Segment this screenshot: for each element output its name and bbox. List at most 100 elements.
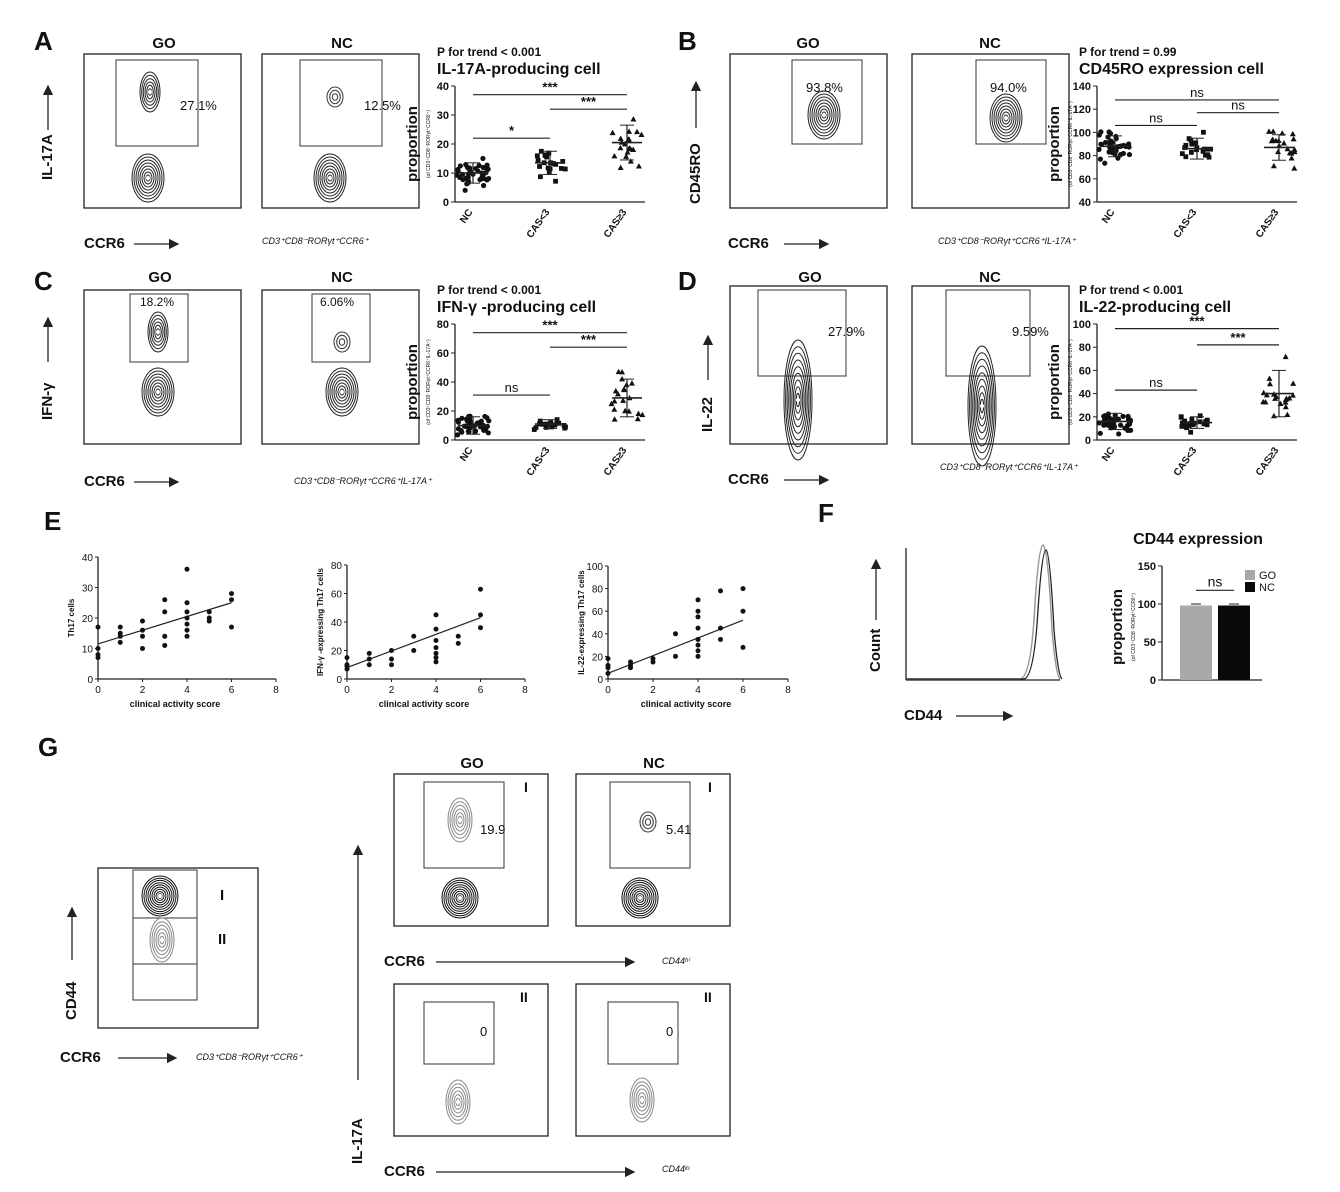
contour-ring xyxy=(147,882,173,910)
data-point xyxy=(184,615,190,621)
trend-label: P for trend < 0.001 xyxy=(1079,283,1183,297)
data-point xyxy=(458,428,464,434)
contour-ring xyxy=(809,93,839,137)
data-point xyxy=(1204,417,1210,423)
contour-ring xyxy=(639,811,657,833)
contour-ring xyxy=(139,71,161,113)
contour-cluster xyxy=(325,367,359,417)
contour-ring xyxy=(621,877,659,919)
data-point xyxy=(1266,380,1273,387)
gate-roman-label: I xyxy=(708,779,712,795)
data-point xyxy=(472,428,479,434)
data-point xyxy=(562,166,568,172)
data-point xyxy=(1118,422,1124,428)
panel-letter-c: C xyxy=(34,266,53,296)
data-point xyxy=(411,648,417,653)
contour-ring xyxy=(149,314,167,350)
data-point xyxy=(484,162,490,168)
contour-ring xyxy=(145,373,171,411)
y-tick-label: 0 xyxy=(87,675,93,686)
contour-cluster xyxy=(807,90,841,140)
contour-ring xyxy=(811,96,837,134)
y-tick-label: 40 xyxy=(82,553,94,564)
significance-label: ns xyxy=(505,380,519,395)
y-tick-label: 60 xyxy=(437,348,449,360)
y-tick-label: 0 xyxy=(443,197,449,209)
panel-letter-f: F xyxy=(818,498,834,528)
data-point xyxy=(478,586,483,592)
panel-a-flow: GO NC 27.1% 12.5% IL-17A CCR6 CD3⁺CD8⁻RO… xyxy=(39,35,420,252)
data-point xyxy=(695,614,701,620)
contour-ring xyxy=(139,165,157,191)
contour-ring xyxy=(154,324,162,340)
flow-plot-a-nc xyxy=(261,53,420,209)
y-axis-label: IFN-γ xyxy=(39,382,56,420)
x-tick-label: 6 xyxy=(229,685,235,696)
contour-ring xyxy=(143,370,173,414)
contour-cluster xyxy=(149,917,175,963)
data-point xyxy=(1097,430,1103,436)
data-point xyxy=(1182,418,1188,424)
col-header-nc: NC xyxy=(331,269,353,286)
contour-ring xyxy=(993,99,1019,137)
gate-population-label: CD44ʰⁱ xyxy=(662,956,691,966)
y-tick-label: 60 xyxy=(592,607,604,618)
contour-ring xyxy=(327,370,357,414)
contour-ring xyxy=(443,879,477,917)
y-tick-label: 0 xyxy=(1150,675,1156,687)
contour-ring xyxy=(447,884,473,912)
flow-plot-c-nc xyxy=(261,289,420,445)
data-point xyxy=(344,662,350,668)
panel-letter-g: G xyxy=(38,732,58,762)
gate-population-label: CD3⁺CD8⁻RORγt⁺CCR6⁺IL-17A⁺ xyxy=(938,236,1077,246)
data-point xyxy=(617,164,624,170)
gate-g-top-go xyxy=(423,781,505,869)
data-point xyxy=(673,631,678,637)
contour-ring xyxy=(337,385,347,399)
y-axis-sublabel: (of CD3⁺CD8⁻RORγt⁺CCR6⁺) xyxy=(426,110,432,178)
contour-ring xyxy=(794,386,802,414)
y-axis-label: proportion xyxy=(1046,106,1063,182)
data-point xyxy=(229,624,234,630)
data-point xyxy=(1179,423,1185,429)
y-tick-label: 120 xyxy=(1073,104,1091,116)
data-point xyxy=(433,638,439,644)
x-tick-label: NC xyxy=(1100,207,1117,225)
y-axis-label: IL-22 xyxy=(699,397,716,432)
contour-ring xyxy=(131,153,165,203)
data-point xyxy=(1204,422,1210,428)
data-point xyxy=(474,420,480,426)
data-point xyxy=(140,618,145,624)
contour-ring xyxy=(333,379,351,405)
data-point xyxy=(534,153,540,159)
data-point xyxy=(628,380,635,386)
panel-b-flow: GO NC 93.8% 94.0% CD45RO CCR6 CD3⁺CD8⁻RO… xyxy=(687,35,1077,252)
x-tick-label: 4 xyxy=(433,685,439,696)
contour-ring xyxy=(815,102,833,128)
data-point xyxy=(612,387,619,394)
y-tick-label: 150 xyxy=(1138,561,1156,573)
trend-label: P for trend = 0.99 xyxy=(1079,45,1177,59)
significance-label: * xyxy=(509,123,515,138)
y-tick-label: 40 xyxy=(437,377,449,389)
contour-ring xyxy=(151,886,169,906)
x-tick-label: 0 xyxy=(95,685,101,696)
contour-ring xyxy=(792,379,804,421)
contour-ring xyxy=(149,379,167,405)
legend-label: NC xyxy=(1259,582,1275,594)
x-tick-label: CAS≥3 xyxy=(602,207,630,240)
x-tick-label: CAS<3 xyxy=(1172,207,1200,240)
contour-ring xyxy=(447,1083,469,1121)
data-point xyxy=(740,586,746,592)
y-tick-label: 40 xyxy=(592,630,604,641)
contour-ring xyxy=(321,165,339,191)
data-point xyxy=(1201,129,1206,135)
contour-ring xyxy=(976,385,988,427)
gate-g-iii xyxy=(132,963,198,1001)
data-point xyxy=(650,656,656,662)
contour-ring xyxy=(153,924,171,956)
contour-ring xyxy=(451,1090,465,1114)
trend-label: P for trend < 0.001 xyxy=(437,45,541,59)
